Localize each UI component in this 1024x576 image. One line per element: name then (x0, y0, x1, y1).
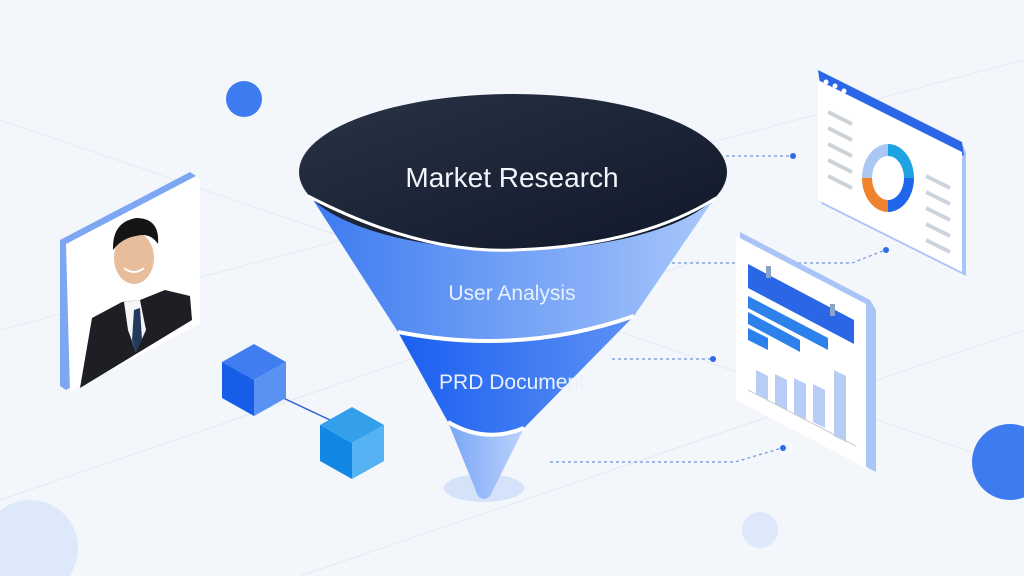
decor-circle-top-left (226, 81, 262, 117)
decor-circle-bottom-left (0, 500, 78, 576)
cube-icon (222, 344, 286, 416)
decor-circle-right (972, 424, 1024, 500)
donut-chart-icon (862, 144, 914, 212)
portrait-photo (80, 218, 192, 388)
funnel-stage-prd-document: PRD Document (439, 371, 585, 394)
decor-circle-bottom-right (742, 512, 778, 548)
connectors (550, 155, 886, 463)
funnel-stage-market-research: Market Research (405, 162, 619, 193)
profile-card (60, 172, 200, 392)
cube-icon (320, 407, 384, 479)
dashboard-window (818, 70, 966, 276)
funnel-stage-user-analysis: User Analysis (448, 282, 576, 305)
report-card (736, 232, 876, 472)
funnel (299, 94, 727, 502)
